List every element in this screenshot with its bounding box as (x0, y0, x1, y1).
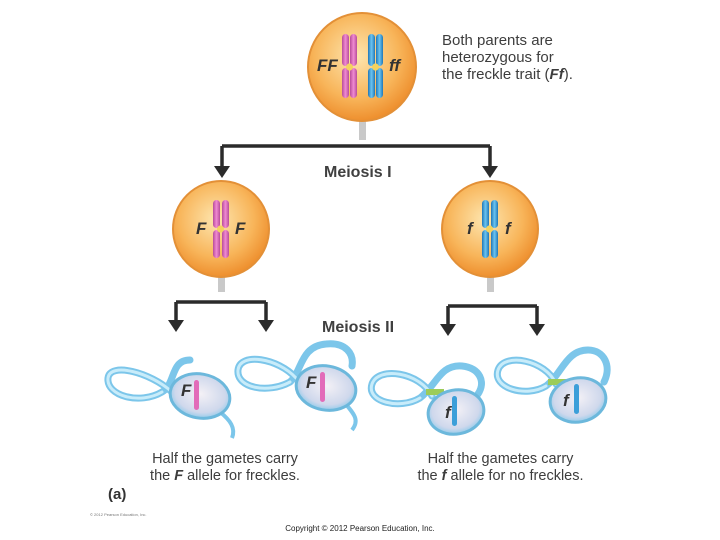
parent-note: Both parents are heterozygous for the fr… (442, 32, 573, 83)
meiosis2-arrows-left (168, 300, 274, 332)
daughter-cell-left: F F (172, 180, 270, 292)
allele-label-left-b: F (235, 219, 246, 238)
caption-left-line1: Half the gametes carry (152, 451, 298, 467)
allele-label-right-a: f (467, 219, 475, 238)
figure-label: (a) (108, 486, 127, 503)
sperm-cell-1: F (104, 356, 236, 439)
caption-right: Half the gametes carry the f allele for … (398, 451, 603, 485)
allele-label-sperm-1: F (181, 381, 192, 400)
stage-label-meiosis2: Meiosis II (322, 319, 395, 336)
meiosis2-arrows-right (440, 304, 545, 336)
allele-label-sperm-4: f (563, 391, 571, 410)
sperm-cell-4: f (493, 346, 611, 424)
caption-left-line2: the F allele for freckles. (130, 468, 320, 485)
caption-left: Half the gametes carry the F allele for … (130, 451, 320, 485)
caption-right-prefix: the (417, 468, 442, 484)
copyright-footer: Copyright © 2012 Pearson Education, Inc. (285, 524, 435, 533)
meiosis1-arrows (214, 144, 498, 178)
sperm-cell-2: F (234, 340, 358, 432)
parent-note-genotype: Ff (549, 66, 564, 83)
allele-label-parent-left: FF (317, 56, 338, 75)
stage-label-meiosis1: Meiosis I (324, 164, 392, 181)
allele-label-sperm-2: F (306, 373, 317, 392)
caption-right-allele: f (441, 468, 447, 484)
allele-label-left-a: F (196, 219, 207, 238)
blue-chromosome-pair (368, 34, 383, 98)
allele-label-sperm-3: f (445, 403, 453, 422)
parent-note-line1: Both parents are (442, 32, 553, 49)
parent-cell: FF ff (307, 12, 417, 140)
arrowhead-right (482, 166, 498, 178)
small-credit: © 2012 Pearson Education, Inc. (90, 512, 147, 517)
sperm-cell-3: f (367, 362, 486, 436)
daughter-cell-right: f f (441, 180, 539, 292)
caption-left-prefix: the (150, 468, 175, 484)
parent-note-line2: heterozygous for (442, 49, 554, 66)
parent-note-line3-prefix: the freckle trait ( (442, 66, 550, 83)
arrowhead-left (214, 166, 230, 178)
caption-right-suffix: allele for no freckles. (446, 468, 584, 484)
parent-note-line3: the freckle trait (Ff). (442, 66, 573, 83)
caption-left-allele: F (174, 468, 184, 484)
allele-label-right-b: f (505, 219, 513, 238)
caption-left-suffix: allele for freckles. (183, 468, 300, 484)
parent-note-line3-suffix: ). (563, 66, 573, 83)
pink-chromosome-pair (342, 34, 357, 98)
allele-label-parent-right: ff (389, 56, 402, 75)
caption-right-line2: the f allele for no freckles. (398, 468, 603, 485)
caption-right-line1: Half the gametes carry (427, 451, 574, 467)
